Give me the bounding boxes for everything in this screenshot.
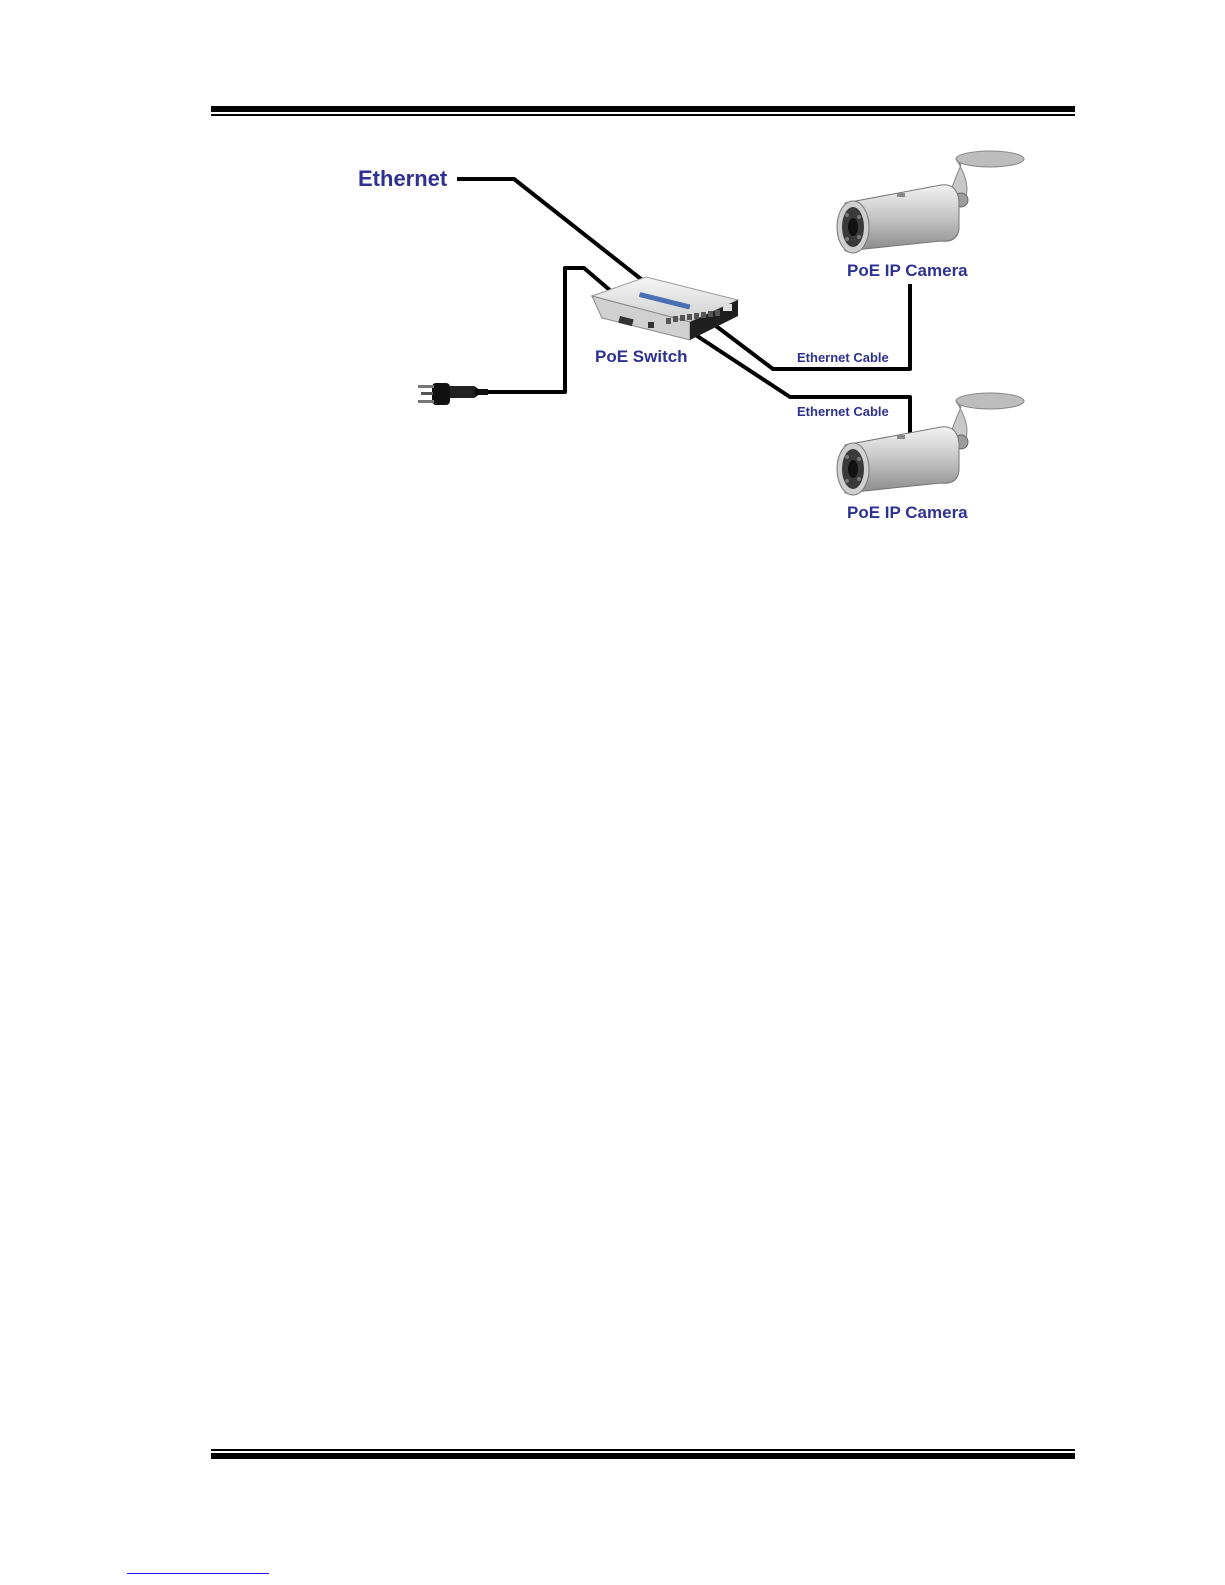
footer-rule — [211, 1449, 1075, 1459]
power-cable — [485, 268, 612, 392]
ethernet-cable-1-label: Ethernet Cable — [797, 350, 889, 365]
footer-link-underline[interactable] — [127, 1573, 269, 1574]
poe-network-diagram: Ethernet PoE Switch Ethernet Cable Ether… — [0, 0, 1225, 600]
poe-switch-label: PoE Switch — [595, 347, 688, 366]
camera-1-label: PoE IP Camera — [847, 261, 968, 280]
bullet-camera-icon — [837, 151, 1024, 253]
power-plug-icon — [418, 383, 488, 405]
network-switch-icon — [592, 277, 738, 340]
camera-2-cable — [688, 330, 910, 440]
ethernet-cable-2-label: Ethernet Cable — [797, 404, 889, 419]
camera-2-label: PoE IP Camera — [847, 503, 968, 522]
ethernet-label: Ethernet — [358, 166, 448, 191]
ethernet-uplink-cable — [457, 179, 646, 283]
